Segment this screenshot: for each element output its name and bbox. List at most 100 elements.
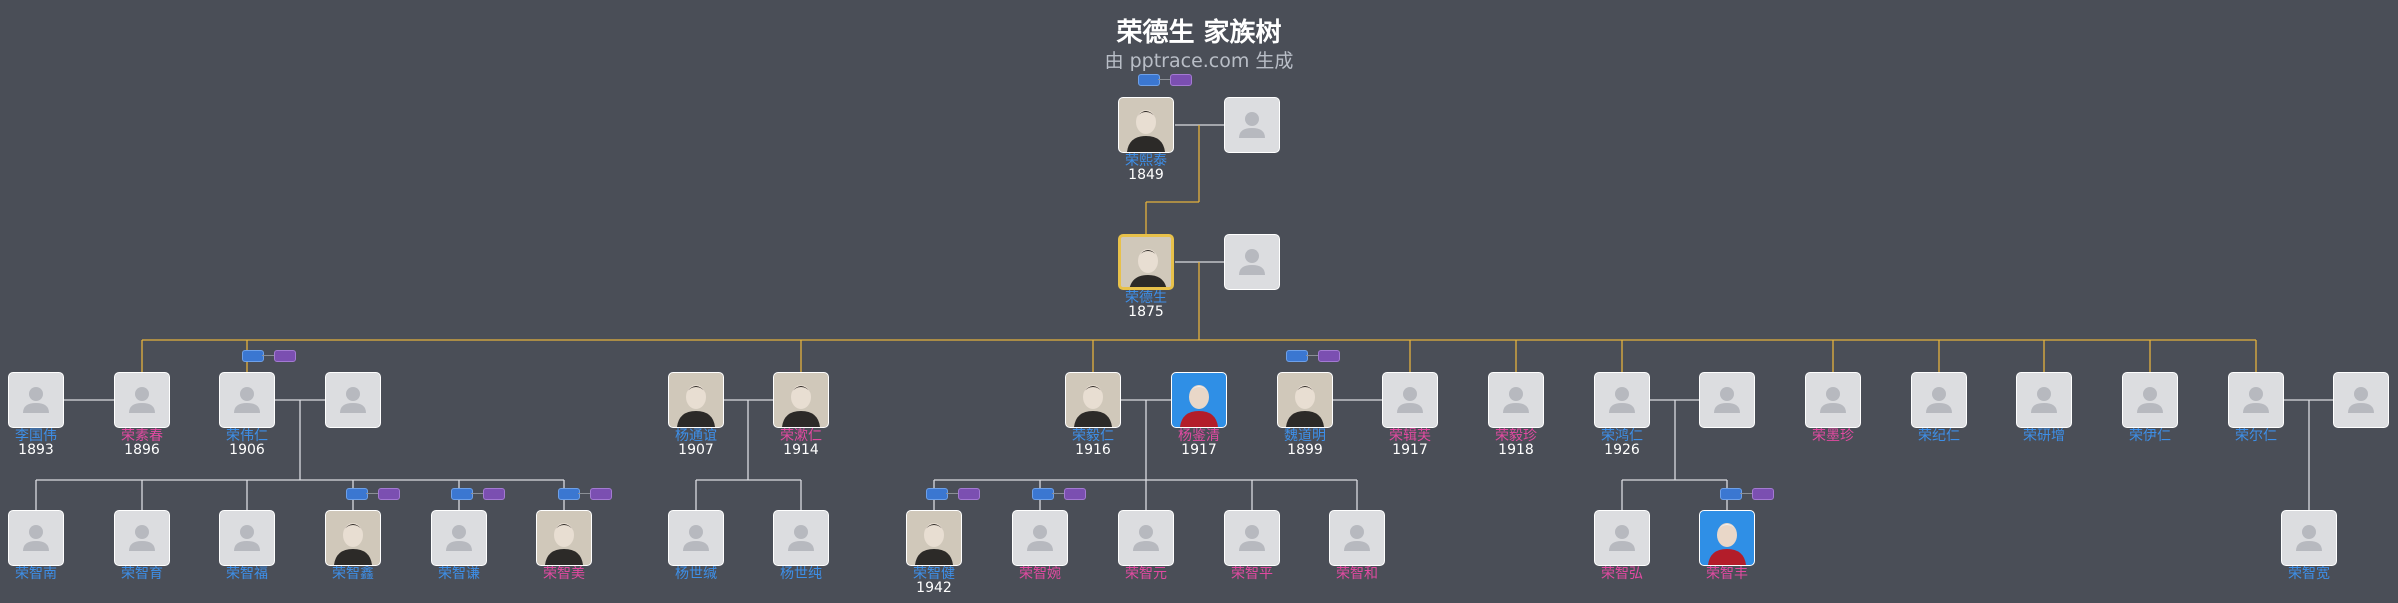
person-name[interactable]: 荣智丰 <box>1706 566 1748 582</box>
person-node-rong-zhiyuan[interactable]: 荣智元 <box>1094 510 1198 581</box>
person-node-rong-zhifu[interactable]: 荣智福 <box>195 510 299 581</box>
person-placeholder-avatar[interactable] <box>2016 372 2072 428</box>
parent-link-badge[interactable] <box>558 488 580 500</box>
spouse-link-badge[interactable] <box>1170 74 1192 86</box>
person-photo[interactable] <box>1065 372 1121 428</box>
person-placeholder-avatar[interactable] <box>1594 372 1650 428</box>
parent-link-badge[interactable] <box>451 488 473 500</box>
person-node-rong-zhihong[interactable]: 荣智弘 <box>1570 510 1674 581</box>
person-photo[interactable] <box>1699 510 1755 566</box>
person-node-rong-zhiqian[interactable]: 荣智谦 <box>407 510 511 581</box>
person-node-yang-shicheng[interactable]: 杨世缄 <box>644 510 748 581</box>
spouse-placeholder-node[interactable] <box>1200 97 1304 153</box>
person-photo[interactable] <box>325 510 381 566</box>
person-name[interactable]: 荣素春 <box>121 428 163 444</box>
spouse-link-badge[interactable] <box>1064 488 1086 500</box>
person-node-rong-yiren2[interactable]: 荣伊仁 <box>2098 372 2202 443</box>
person-node-rong-jiren[interactable]: 荣纪仁 <box>1887 372 1991 443</box>
spouse-link-badge[interactable] <box>483 488 505 500</box>
person-name[interactable]: 荣墨珍 <box>1812 428 1854 444</box>
person-placeholder-avatar[interactable] <box>1911 372 1967 428</box>
person-node-rong-zhimei[interactable]: 荣智美 <box>512 510 616 581</box>
person-placeholder-avatar[interactable] <box>1224 510 1280 566</box>
person-name[interactable]: 荣智谦 <box>438 566 480 582</box>
person-placeholder-avatar[interactable] <box>1012 510 1068 566</box>
parent-link-badge[interactable] <box>1138 74 1160 86</box>
person-node-rong-zhihe[interactable]: 荣智和 <box>1305 510 1409 581</box>
person-name[interactable]: 荣智婉 <box>1019 566 1061 582</box>
person-name[interactable]: 荣智宽 <box>2288 566 2330 582</box>
person-name[interactable]: 荣智福 <box>226 566 268 582</box>
person-placeholder-avatar[interactable] <box>1488 372 1544 428</box>
person-node-rong-zhixin[interactable]: 荣智鑫 <box>301 510 405 581</box>
person-placeholder-avatar[interactable] <box>2333 372 2389 428</box>
person-name[interactable]: 荣智健 <box>913 566 955 582</box>
person-placeholder-avatar[interactable] <box>1329 510 1385 566</box>
spouse-placeholder-node[interactable] <box>2309 372 2398 428</box>
person-photo[interactable] <box>1171 372 1227 428</box>
person-name[interactable]: 荣伟仁 <box>226 428 268 444</box>
spouse-link-badge[interactable] <box>590 488 612 500</box>
person-placeholder-avatar[interactable] <box>8 372 64 428</box>
person-name[interactable]: 魏道明 <box>1284 428 1326 444</box>
person-node-rong-zhifeng[interactable]: 荣智丰 <box>1675 510 1779 581</box>
person-name[interactable]: 李国伟 <box>15 428 57 444</box>
person-photo[interactable] <box>536 510 592 566</box>
person-photo[interactable] <box>906 510 962 566</box>
person-name[interactable]: 荣研增 <box>2023 428 2065 444</box>
parent-link-badge[interactable] <box>242 350 264 362</box>
person-name[interactable]: 荣尔仁 <box>2235 428 2277 444</box>
person-name[interactable]: 荣伊仁 <box>2129 428 2171 444</box>
person-placeholder-avatar[interactable] <box>1118 510 1174 566</box>
person-name[interactable]: 杨通谊 <box>675 428 717 444</box>
person-node-rong-yanren[interactable]: 荣研增 <box>1992 372 2096 443</box>
person-photo[interactable] <box>1118 234 1174 290</box>
person-node-rong-zhiyu[interactable]: 荣智育 <box>90 510 194 581</box>
person-node-rong-zhiping[interactable]: 荣智平 <box>1200 510 1304 581</box>
person-name[interactable]: 荣智鑫 <box>332 566 374 582</box>
person-node-rong-mozhen[interactable]: 荣墨珍 <box>1781 372 1885 443</box>
person-placeholder-avatar[interactable] <box>114 510 170 566</box>
parent-link-badge[interactable] <box>1286 350 1308 362</box>
person-photo[interactable] <box>1277 372 1333 428</box>
person-name[interactable]: 荣智元 <box>1125 566 1167 582</box>
person-placeholder-avatar[interactable] <box>668 510 724 566</box>
person-placeholder-avatar[interactable] <box>1805 372 1861 428</box>
spouse-placeholder-node[interactable] <box>1200 234 1304 290</box>
parent-link-badge[interactable] <box>346 488 368 500</box>
person-placeholder-avatar[interactable] <box>2228 372 2284 428</box>
person-node-rong-zhinan[interactable]: 荣智南 <box>0 510 88 581</box>
spouse-link-badge[interactable] <box>958 488 980 500</box>
parent-link-badge[interactable] <box>1032 488 1054 500</box>
person-node-rong-zhikuan[interactable]: 荣智宽 <box>2257 510 2361 581</box>
person-photo[interactable] <box>773 372 829 428</box>
person-name[interactable]: 荣漱仁 <box>780 428 822 444</box>
person-placeholder-avatar[interactable] <box>773 510 829 566</box>
person-placeholder-avatar[interactable] <box>1224 97 1280 153</box>
person-placeholder-avatar[interactable] <box>114 372 170 428</box>
person-node-yang-shichun[interactable]: 杨世纯 <box>749 510 853 581</box>
parent-link-badge[interactable] <box>1720 488 1742 500</box>
person-name[interactable]: 荣辑芙 <box>1389 428 1431 444</box>
person-name[interactable]: 荣智南 <box>15 566 57 582</box>
person-name[interactable]: 荣智美 <box>543 566 585 582</box>
person-node-rong-erren[interactable]: 荣尔仁 <box>2204 372 2308 443</box>
person-name[interactable]: 荣智弘 <box>1601 566 1643 582</box>
person-placeholder-avatar[interactable] <box>325 372 381 428</box>
person-name[interactable]: 荣鸿仁 <box>1601 428 1643 444</box>
person-placeholder-avatar[interactable] <box>219 372 275 428</box>
person-placeholder-avatar[interactable] <box>1594 510 1650 566</box>
person-name[interactable]: 荣纪仁 <box>1918 428 1960 444</box>
person-node-rong-zhiwan[interactable]: 荣智婉 <box>988 510 1092 581</box>
spouse-link-badge[interactable] <box>274 350 296 362</box>
